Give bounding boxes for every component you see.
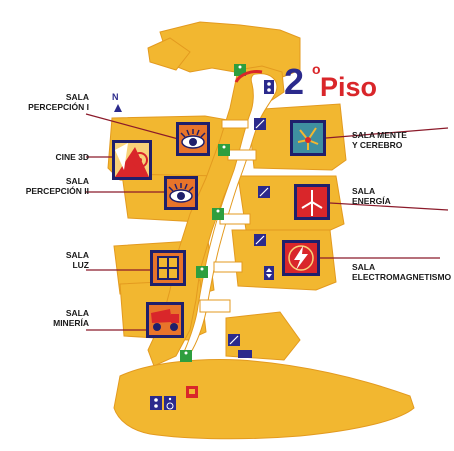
eye-icon[interactable] — [176, 122, 210, 156]
leader-energia — [329, 202, 449, 211]
bridge-1 — [227, 149, 257, 161]
leader-percepcion-1 — [85, 113, 183, 141]
lightning-icon[interactable] — [282, 240, 320, 276]
label-line1: CINE 3D — [55, 152, 89, 162]
floor-number: 2 — [284, 61, 305, 102]
label-line1: SALA — [65, 250, 89, 260]
film-reel-icon[interactable] — [112, 140, 152, 180]
label-sala-luz[interactable]: SALA LUZ — [66, 250, 89, 270]
title-arc — [234, 70, 263, 83]
bridge-3 — [213, 261, 243, 273]
restroom-icon — [150, 80, 274, 410]
floor-south-lobby — [113, 359, 415, 440]
cafeteria-icon — [186, 386, 198, 398]
wheelchair-icon — [164, 396, 176, 410]
label-line1: SALA MENTE — [352, 130, 407, 140]
elevator-icon — [264, 266, 274, 280]
label-line2: ENERGÍA — [352, 196, 391, 206]
label-line1: SALA — [65, 308, 89, 318]
flag-icon — [238, 350, 252, 358]
bridge-2 — [219, 213, 251, 225]
dump-truck-icon[interactable] — [146, 302, 184, 338]
label-sala-mineria[interactable]: SALA MINERÍA — [53, 308, 89, 328]
leader-mente — [325, 127, 449, 139]
label-line1: SALA — [65, 176, 89, 186]
stairs-icon — [228, 118, 270, 346]
label-sala-electromagnetismo[interactable]: SALA ELECTROMAGNETISMO — [352, 262, 451, 282]
label-sala-energia[interactable]: SALA ENERGÍA — [352, 186, 391, 206]
wind-turbine-icon[interactable] — [294, 184, 330, 220]
label-sala-percepcion-1[interactable]: SALA PERCEPCIÓN I — [28, 92, 89, 112]
label-cine-3d[interactable]: CINE 3D — [55, 152, 89, 162]
label-sala-mente-cerebro[interactable]: SALA MENTE Y CEREBRO — [352, 130, 407, 150]
label-line2: PERCEPCIÓN I — [28, 102, 89, 112]
eye-icon[interactable] — [164, 176, 198, 210]
window-icon[interactable] — [150, 250, 186, 286]
floor-title: 2 o Piso — [284, 61, 384, 103]
label-line1: SALA — [65, 92, 89, 102]
label-line2: ELECTROMAGNETISMO — [352, 272, 452, 282]
neuron-icon[interactable] — [290, 120, 326, 156]
label-sala-percepcion-2[interactable]: SALA PERCEPCIÓN II — [26, 176, 89, 196]
label-line2: PERCEPCIÓN II — [25, 186, 89, 196]
emergency-exit-icon — [180, 64, 246, 362]
label-line2: Y CEREBRO — [352, 140, 403, 150]
bridge-5 — [221, 119, 249, 129]
bridge-4 — [199, 299, 231, 313]
compass-label: N — [112, 92, 119, 102]
label-line1: SALA — [352, 186, 376, 196]
label-line2: MINERÍA — [53, 318, 89, 328]
label-line1: SALA — [352, 262, 376, 272]
label-line2: LUZ — [72, 260, 89, 270]
floor-east-south — [225, 311, 301, 361]
north-arrow-icon — [114, 104, 122, 112]
floor-top-left — [147, 37, 191, 71]
floor-word: Piso — [320, 72, 378, 102]
floor-ordinal: o — [312, 61, 321, 77]
